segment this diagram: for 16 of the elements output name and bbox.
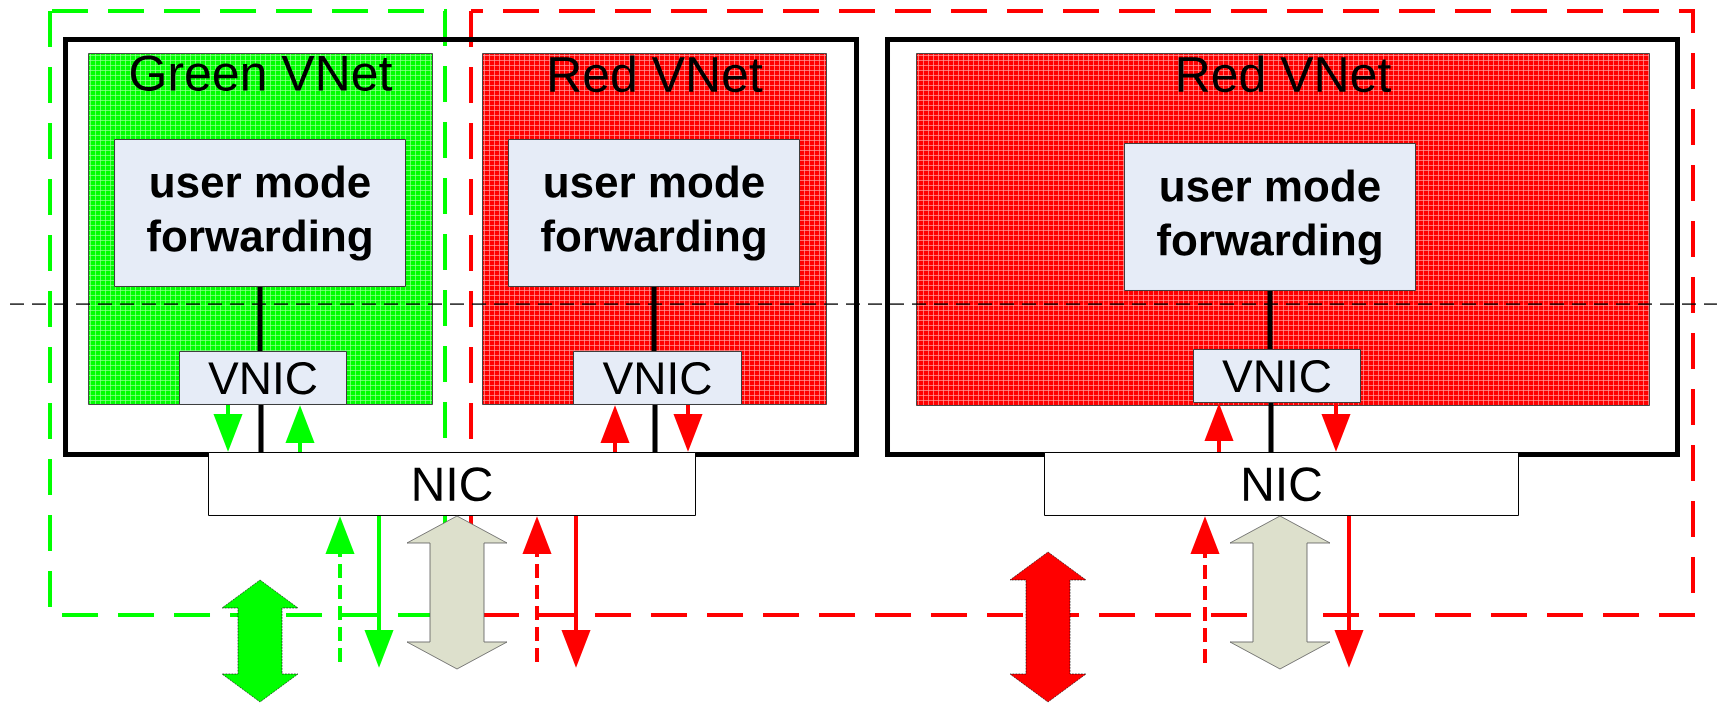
interface-box: VNIC [179,351,347,405]
interface-box: VNIC [573,351,742,405]
connector-line [651,287,657,351]
connector-line [1267,291,1273,349]
interface-box: NIC [1044,452,1519,516]
connector-line [257,287,263,351]
connector-line [258,405,264,452]
process-box: user mode forwarding [508,139,800,287]
interface-box: NIC [208,452,696,516]
process-box: user mode forwarding [114,139,406,287]
block-arrow [1229,515,1331,670]
interface-box: VNIC [1193,349,1361,403]
block-arrow [406,515,508,670]
connector-line [1268,403,1274,452]
process-box: user mode forwarding [1124,143,1416,291]
connector-line [652,405,658,452]
